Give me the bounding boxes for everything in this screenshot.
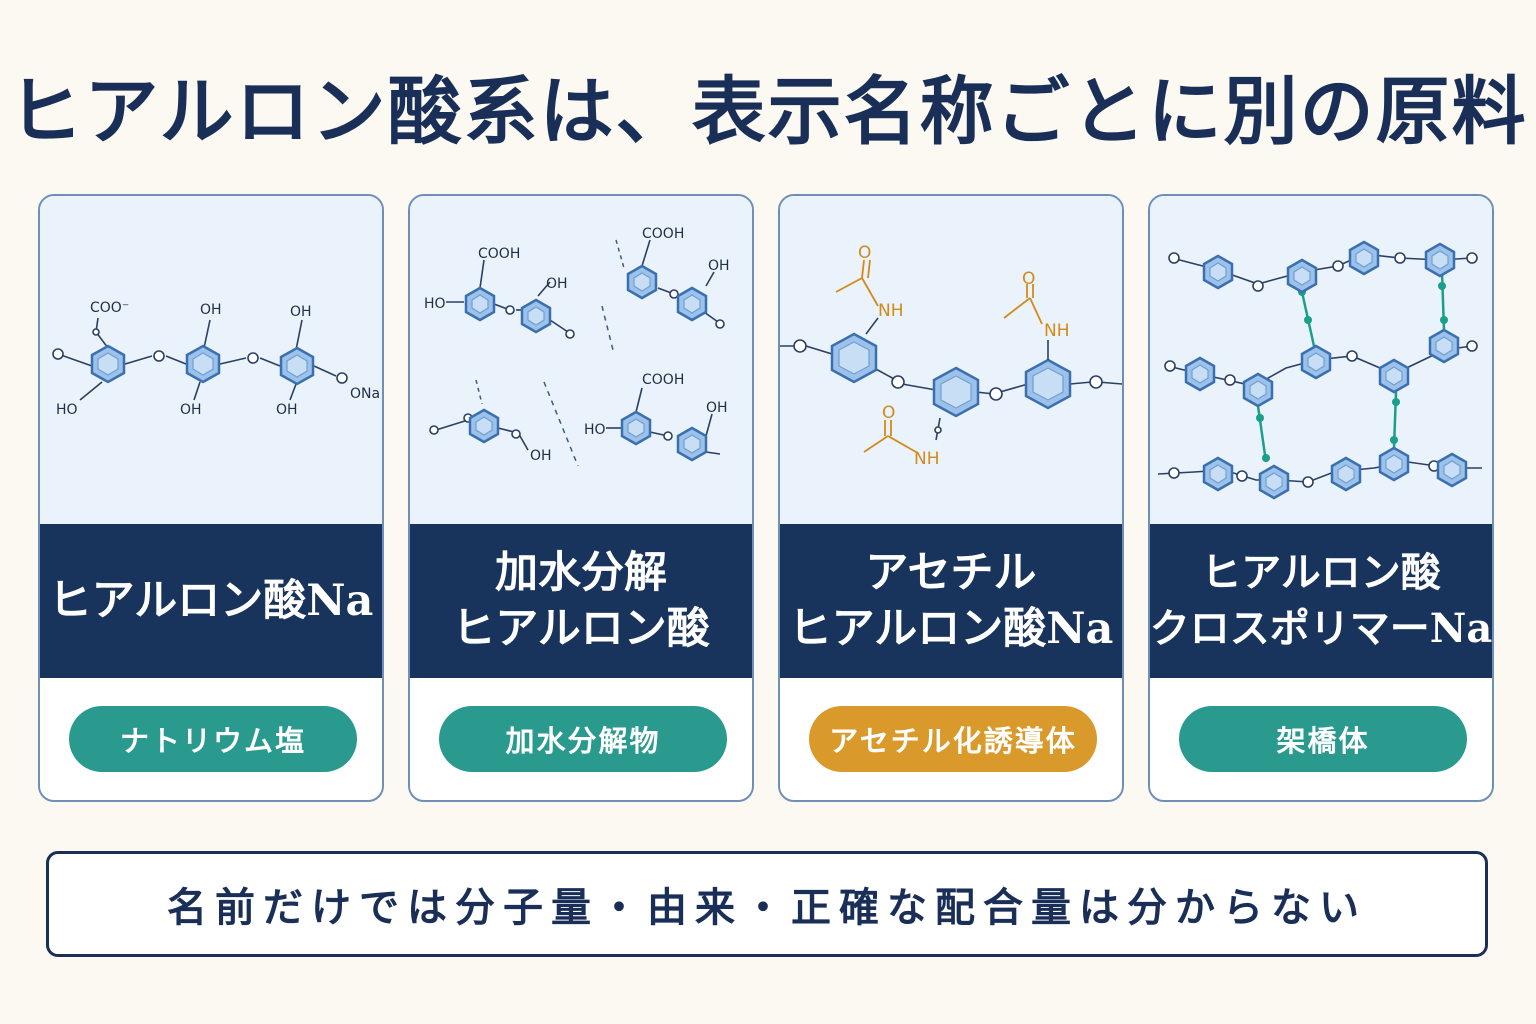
page-title: ヒアルロン酸系は、表示名称ごとに別の原料 xyxy=(8,69,1528,155)
frag1-cooh: COOH xyxy=(478,246,520,262)
card-name-band: アセチル ヒアルロン酸Na xyxy=(780,524,1122,678)
molecule-diagram-hydrolyzed: COOH HO OH COOH OH xyxy=(410,196,752,524)
label-coo: COO⁻ xyxy=(90,300,129,316)
frag2-cooh: COOH xyxy=(642,226,684,242)
label-oh-2: OH xyxy=(290,304,312,320)
frag1-oh: OH xyxy=(546,276,568,292)
acetyl-1-o: O xyxy=(858,243,871,263)
card-name-line-1: 加水分解 xyxy=(495,548,667,598)
frag4-cooh: COOH xyxy=(642,372,684,388)
card-name-band: 加水分解 ヒアルロン酸 xyxy=(410,524,752,678)
frag4-ho: HO xyxy=(584,422,606,438)
card-name-line-1: ヒアルロン酸 xyxy=(1201,549,1441,596)
acetyl-1-nh: NH xyxy=(878,301,904,321)
label-ho: HO xyxy=(56,402,78,418)
molecule-diagram-acetylated: O NH O NH O NH xyxy=(780,196,1122,524)
card-hydrolyzed-hyaluronic-acid: COOH HO OH COOH OH xyxy=(408,194,754,802)
card-hyaluronate-na: COO⁻ OH OH HO OH OH ONa ヒアルロン酸Na ナトリウム塩 xyxy=(38,194,384,802)
card-name-line-2: クロスポリマーNa xyxy=(1149,605,1493,652)
label-oh-4: OH xyxy=(276,402,298,418)
card-name-band: ヒアルロン酸 クロスポリマーNa xyxy=(1150,524,1492,678)
acetyl-2-nh: NH xyxy=(1044,321,1070,341)
acetyl-3-nh: NH xyxy=(914,449,940,469)
frag2-oh: OH xyxy=(708,258,730,274)
frag1-ho: HO xyxy=(424,296,446,312)
molecule-diagram-crosslinked xyxy=(1150,196,1492,524)
label-oh-3: OH xyxy=(180,402,202,418)
label-ona: ONa xyxy=(350,386,380,402)
card-name-line-1: アセチル xyxy=(865,548,1037,598)
card-name-line-2: ヒアルロン酸 xyxy=(452,604,710,654)
tag-acetylated-derivative: アセチル化誘導体 xyxy=(809,706,1097,772)
molecule-diagram-na-salt: COO⁻ OH OH HO OH OH ONa xyxy=(40,196,382,524)
tag-sodium-salt: ナトリウム塩 xyxy=(69,706,357,772)
acetyl-2-o: O xyxy=(1022,269,1035,289)
card-acetyl-hyaluronate-na: O NH O NH O NH アセチル ヒアルロン酸Na アセチル化誘導体 xyxy=(778,194,1124,802)
tag-hydrolysate: 加水分解物 xyxy=(439,706,727,772)
label-oh-1: OH xyxy=(200,302,222,318)
card-name-band: ヒアルロン酸Na xyxy=(40,524,382,678)
frag4-oh: OH xyxy=(706,400,728,416)
card-name-line-2: ヒアルロン酸Na xyxy=(788,604,1114,654)
frag3-oh: OH xyxy=(530,448,552,464)
tag-crosslinked: 架橋体 xyxy=(1179,706,1467,772)
bottom-note: 名前だけでは分子量・由来・正確な配合量は分からない xyxy=(46,851,1488,957)
card-name-line-1: ヒアルロン酸Na xyxy=(48,576,374,626)
acetyl-3-o: O xyxy=(882,403,895,423)
card-hyaluronic-acid-crosspolymer-na: ヒアルロン酸 クロスポリマーNa 架橋体 xyxy=(1148,194,1494,802)
